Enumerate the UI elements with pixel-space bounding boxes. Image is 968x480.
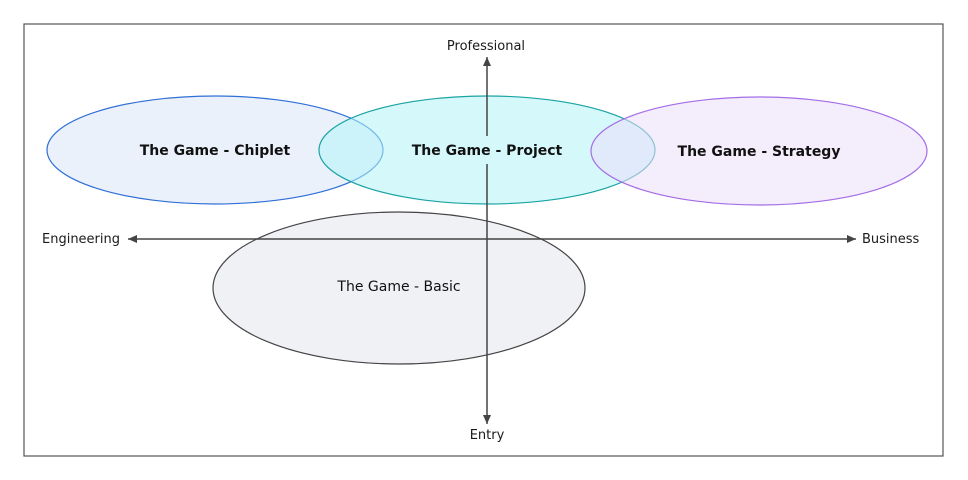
oval-strategy-shape — [590, 96, 928, 206]
oval-chiplet-label: The Game - Chiplet — [140, 143, 291, 159]
oval-strategy-label: The Game - Strategy — [678, 144, 841, 160]
oval-project-label: The Game - Project — [412, 143, 563, 159]
axis-bottom-label: Entry — [470, 428, 505, 443]
axis-right-label: Business — [862, 232, 920, 247]
oval-basic — [212, 211, 586, 365]
axis-top-label: Professional — [447, 39, 525, 54]
oval-strategy — [590, 96, 928, 206]
oval-basic-label: The Game - Basic — [336, 279, 460, 295]
oval-basic-shape — [212, 211, 586, 365]
axis-left-label: Engineering — [42, 232, 120, 247]
